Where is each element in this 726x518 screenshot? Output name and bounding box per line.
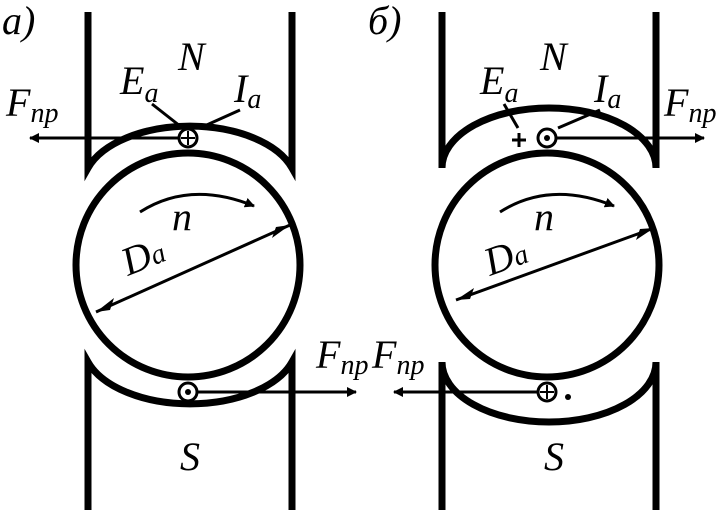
- diameter-arrow-end-b: [636, 228, 654, 240]
- diameter-line-a: [95, 223, 291, 314]
- pole-s-b: [438, 361, 660, 510]
- speed-label-a: n: [172, 194, 192, 239]
- armature-b: [431, 149, 663, 381]
- force-label-bottom-b: Fпр: [371, 332, 424, 381]
- current-label-a: Ia: [233, 66, 261, 115]
- conductor-bottom-a: [177, 381, 199, 403]
- diameter-arrow-start-b: [456, 288, 474, 300]
- plus-mark-b: [512, 133, 526, 147]
- current-label-b: Ia: [593, 66, 621, 115]
- current-leader-a: [199, 108, 241, 130]
- emf-leader-a: [151, 102, 181, 128]
- emf-leader-b: [502, 103, 520, 129]
- force-label-bottom-a: Fпр: [315, 332, 368, 381]
- pole-s-label-a: S: [180, 434, 200, 479]
- emf-label-b: Ea: [479, 58, 518, 109]
- diameter-line-b: [455, 226, 655, 302]
- force-label-top-b: Fпр: [663, 80, 716, 129]
- pole-n-b: [438, 12, 660, 169]
- pole-s-label-b: S: [544, 434, 564, 479]
- diagram-a: а) N S n Da Fпр Ea: [2, 0, 368, 510]
- rotation-arrow-b: [499, 192, 615, 214]
- diameter-arrow-end-a: [272, 225, 290, 238]
- pole-s-a: [84, 348, 296, 510]
- speed-label-b: n: [534, 194, 554, 239]
- diagram-b: б) N S n Da Fпр: [368, 0, 716, 510]
- diagram-a-label: а): [2, 0, 35, 43]
- emf-label-a: Ea: [119, 58, 158, 109]
- armature-a: [72, 149, 304, 381]
- pole-n-a: [84, 12, 296, 182]
- diagram-b-label: б): [368, 0, 401, 43]
- conductor-top-b: [536, 127, 558, 149]
- force-label-top-a: Fпр: [5, 80, 58, 129]
- pole-n-label-b: N: [539, 34, 569, 79]
- minus-dot-b: [565, 394, 571, 400]
- rotation-arrow-a: [139, 192, 255, 214]
- conductor-top-a: [177, 127, 199, 149]
- pole-n-label-a: N: [177, 34, 207, 79]
- conductor-bottom-b: [536, 381, 558, 403]
- diameter-arrow-start-a: [96, 298, 114, 312]
- diameter-symbol-a: Da: [114, 227, 172, 285]
- current-leader-b: [557, 108, 601, 130]
